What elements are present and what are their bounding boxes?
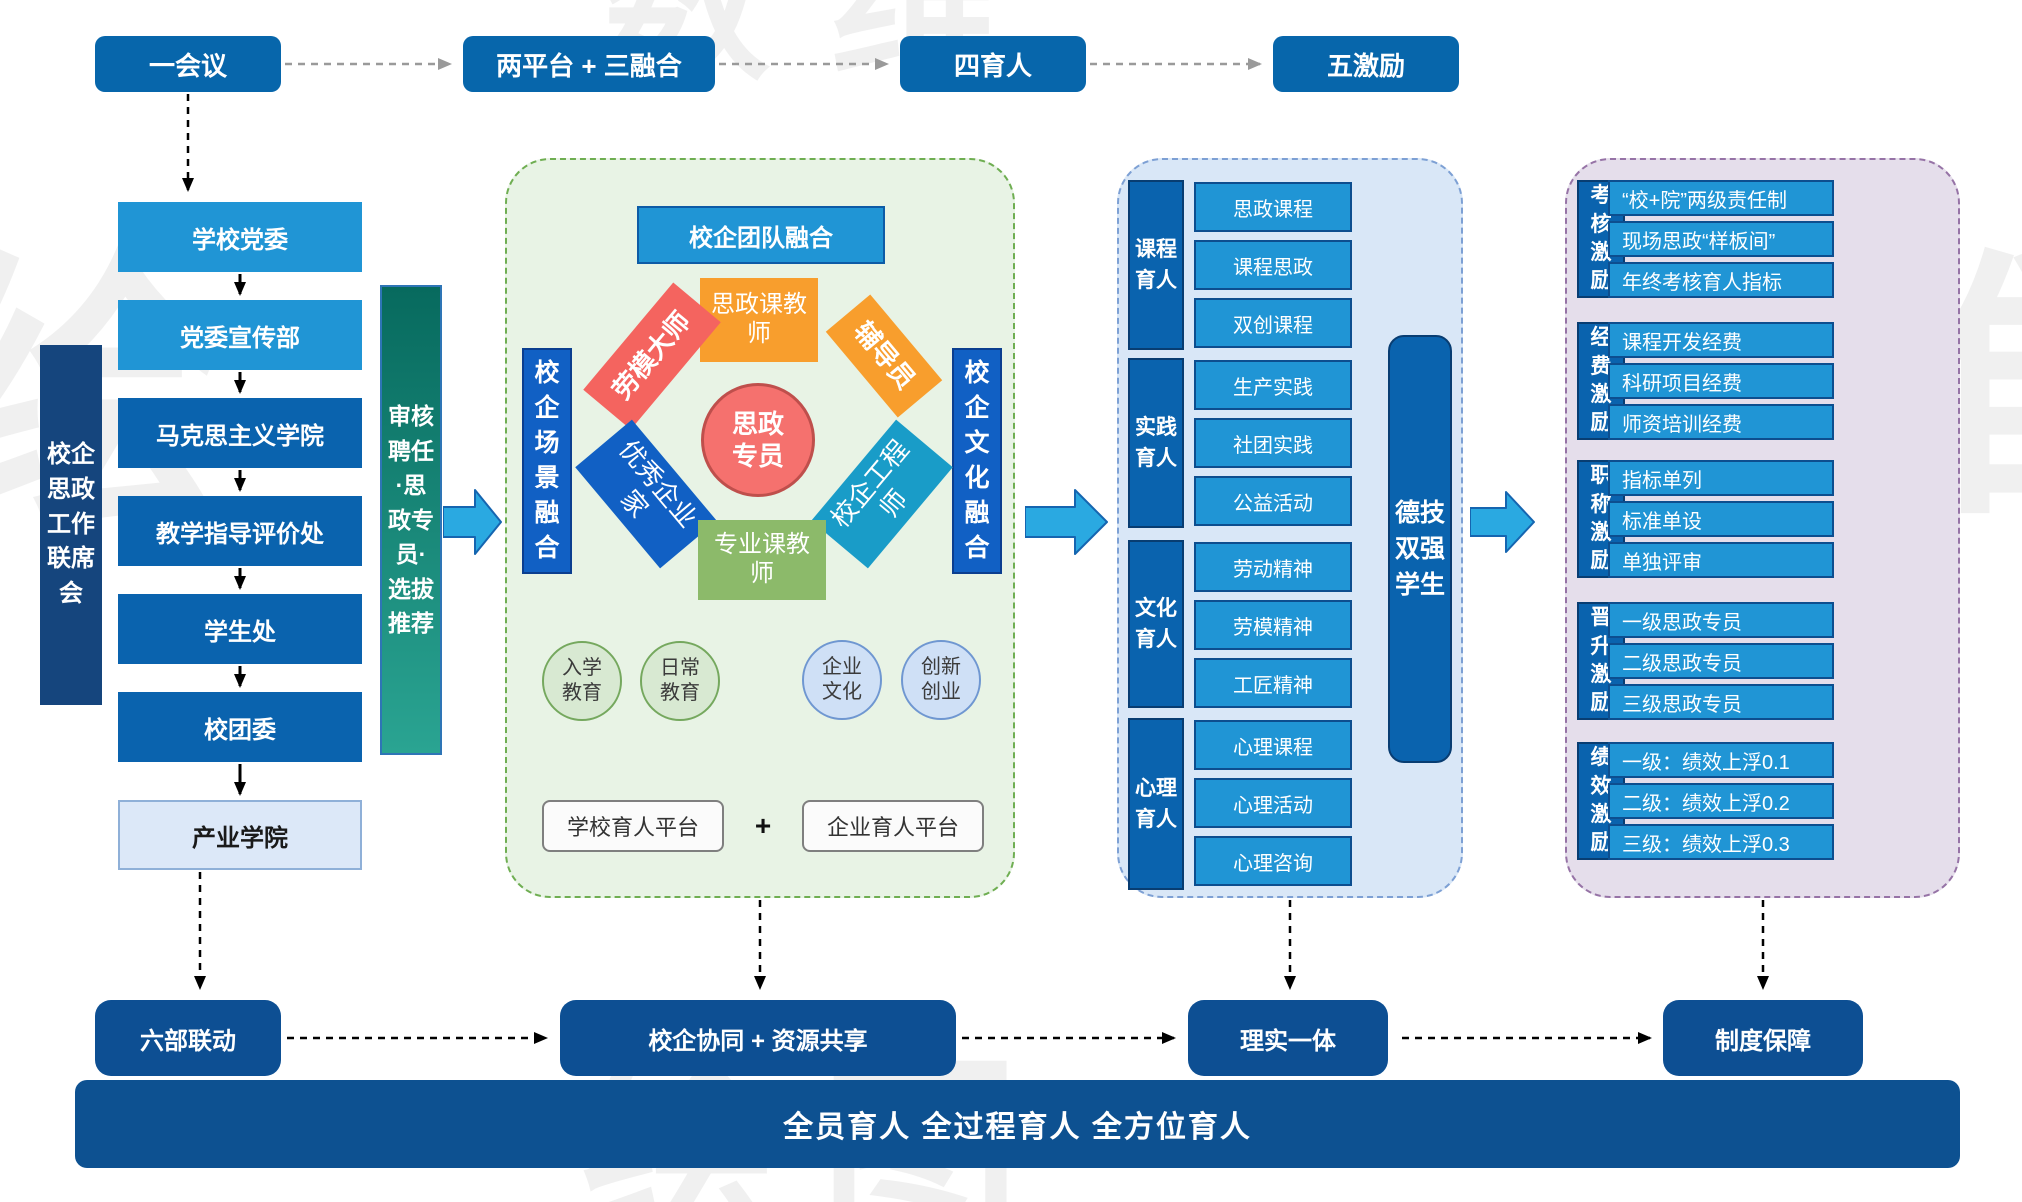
category-culture-education: 文化育人 (1128, 540, 1184, 708)
plus-sign: + (754, 810, 772, 841)
header-four-educations: 四育人 (900, 36, 1086, 92)
circle-daily-education: 日常教育 (640, 641, 720, 721)
node-student-affairs-office: 学生处 (118, 594, 362, 664)
node-youth-league-committee: 校团委 (118, 692, 362, 762)
role-ideology-course-teacher: 思政课教师 (700, 278, 818, 362)
edu-item: 社团实践 (1194, 418, 1352, 468)
circle-innovation-entrepreneurship: 创新创业 (901, 640, 981, 720)
circle-enterprise-culture: 企业文化 (802, 640, 882, 720)
enterprise-education-platform: 企业育人平台 (802, 800, 984, 852)
incentive-item: 一级：绩效上浮0.1 (1608, 742, 1834, 778)
edu-item: 课程思政 (1194, 240, 1352, 290)
edu-item: 双创课程 (1194, 298, 1352, 348)
review-appoint-bar: 审核聘任·思政专员·选拔推荐 (380, 285, 442, 755)
joint-meeting-side-label: 校企思政工作联席会 (40, 345, 102, 705)
role-major-course-teacher: 专业课教师 (698, 520, 826, 600)
node-marxism-school: 马克思主义学院 (118, 398, 362, 468)
incentive-item: 单独评审 (1608, 542, 1834, 578)
block-arrow-review-to-platform (443, 489, 502, 555)
category-psychology-education: 心理育人 (1128, 718, 1184, 890)
incentive-item: 一级思政专员 (1608, 602, 1834, 638)
bottom-banner: 全员育人 全过程育人 全方位育人 (75, 1080, 1960, 1168)
outcome-students-bar: 德技双强学生 (1388, 335, 1452, 763)
incentive-item: 科研项目经费 (1608, 363, 1834, 399)
bottom-six-departments: 六部联动 (95, 1000, 281, 1076)
edu-item: 心理课程 (1194, 720, 1352, 770)
block-arrow-platform-to-education (1025, 489, 1108, 555)
incentive-item: 三级思政专员 (1608, 684, 1834, 720)
school-education-platform: 学校育人平台 (542, 800, 724, 852)
incentive-item: 指标单列 (1608, 460, 1834, 496)
edu-item: 思政课程 (1194, 182, 1352, 232)
scene-fusion-bar: 校企场景融合 (522, 348, 572, 574)
incentive-item: 二级：绩效上浮0.2 (1608, 783, 1834, 819)
culture-fusion-bar: 校企文化融合 (952, 348, 1002, 574)
bottom-theory-practice: 理实一体 (1188, 1000, 1388, 1076)
edu-item: 工匠精神 (1194, 658, 1352, 708)
category-course-education: 课程育人 (1128, 180, 1184, 350)
header-two-platforms-three-fusions: 两平台 + 三融合 (463, 36, 715, 92)
incentive-item: 标准单设 (1608, 501, 1834, 537)
incentive-item: 三级：绩效上浮0.3 (1608, 824, 1834, 860)
edu-item: 心理咨询 (1194, 836, 1352, 886)
team-fusion-title: 校企团队融合 (637, 206, 885, 264)
category-practice-education: 实践育人 (1128, 358, 1184, 528)
bottom-collaboration-sharing: 校企协同 + 资源共享 (560, 1000, 956, 1076)
node-teaching-evaluation-office: 教学指导评价处 (118, 496, 362, 566)
role-ideology-commissioner-circle: 思政专员 (701, 383, 815, 497)
edu-item: 生产实践 (1194, 360, 1352, 410)
incentive-item: 课程开发经费 (1608, 322, 1834, 358)
edu-item: 劳动精神 (1194, 542, 1352, 592)
incentive-item: “校+院”两级责任制 (1608, 180, 1834, 216)
incentive-item: 师资培训经费 (1608, 404, 1834, 440)
incentive-item: 二级思政专员 (1608, 643, 1834, 679)
incentive-item: 现场思政“样板间” (1608, 221, 1834, 257)
node-industry-college: 产业学院 (118, 800, 362, 870)
edu-item: 公益活动 (1194, 476, 1352, 526)
incentive-item: 年终考核育人指标 (1608, 262, 1834, 298)
bottom-system-guarantee: 制度保障 (1663, 1000, 1863, 1076)
header-one-meeting: 一会议 (95, 36, 281, 92)
edu-item: 心理活动 (1194, 778, 1352, 828)
edu-item: 劳模精神 (1194, 600, 1352, 650)
node-school-party-committee: 学校党委 (118, 202, 362, 272)
node-propaganda-department: 党委宣传部 (118, 300, 362, 370)
circle-enrollment-education: 入学教育 (542, 641, 622, 721)
header-five-incentives: 五激励 (1273, 36, 1459, 92)
block-arrow-students-to-incentives (1470, 491, 1535, 553)
